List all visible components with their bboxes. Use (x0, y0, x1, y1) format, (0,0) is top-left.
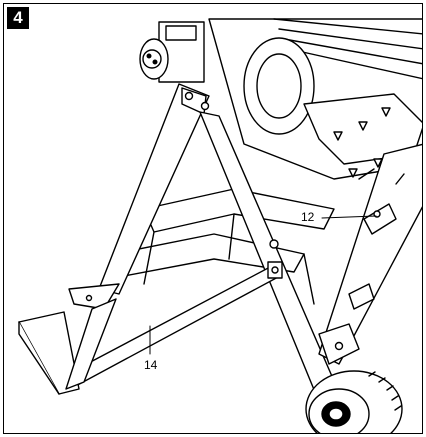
right-frame (318, 143, 422, 365)
wheel (305, 323, 403, 433)
step-number-badge: 4 (7, 7, 29, 29)
left-leg (68, 83, 210, 310)
leader-line-12 (321, 215, 377, 219)
callout-14: 14 (143, 358, 159, 372)
callout-12: 12 (300, 210, 316, 224)
assembly-figure: 4 12 14 (3, 3, 423, 434)
motor-housing (208, 18, 422, 180)
power-connector (139, 21, 205, 83)
extension-arm (18, 261, 283, 395)
leader-lines (149, 215, 377, 355)
line-drawing (18, 18, 422, 433)
